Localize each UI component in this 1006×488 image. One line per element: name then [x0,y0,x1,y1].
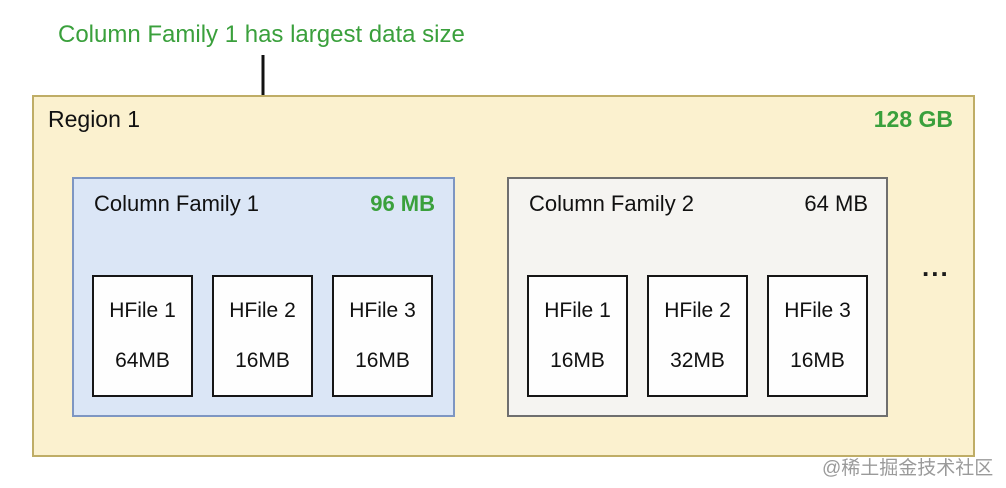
column-family-2-hfile-row: HFile 1 16MB HFile 2 32MB HFile 3 16MB [527,275,868,397]
hfile-name: HFile 1 [109,299,176,322]
column-family-1-header: Column Family 1 96 MB [74,191,453,217]
more-column-families-ellipsis: ... [922,252,950,282]
hfile-box: HFile 2 16MB [212,275,313,397]
hfile-size: 16MB [355,349,410,372]
hfile-size: 64MB [115,349,170,372]
column-family-1-label: Column Family 1 [94,191,260,216]
hfile-size: 16MB [790,349,845,372]
hfile-name: HFile 2 [664,299,731,322]
column-family-2-header: Column Family 2 64 MB [509,191,886,217]
column-family-1-box: Column Family 1 96 MB HFile 1 64MB HFile… [72,177,455,417]
hfile-box: HFile 3 16MB [332,275,433,397]
hfile-name: HFile 2 [229,299,296,322]
hfile-box: HFile 2 32MB [647,275,748,397]
region-size-badge: 128 GB [873,106,953,132]
hfile-box: HFile 1 16MB [527,275,628,397]
column-family-2-label: Column Family 2 [529,191,695,216]
hfile-name: HFile 1 [544,299,611,322]
annotation-label: Column Family 1 has largest data size [58,21,465,48]
column-family-1-size-badge: 96 MB [370,191,435,216]
column-family-1-hfile-row: HFile 1 64MB HFile 2 16MB HFile 3 16MB [92,275,433,397]
hfile-size: 16MB [235,349,290,372]
hfile-box: HFile 1 64MB [92,275,193,397]
column-family-2-box: Column Family 2 64 MB HFile 1 16MB HFile… [507,177,888,417]
hfile-size: 32MB [670,349,725,372]
hfile-box: HFile 3 16MB [767,275,868,397]
region-header: Region 1 128 GB [34,106,973,133]
hfile-name: HFile 3 [784,299,851,322]
hfile-name: HFile 3 [349,299,416,322]
region-box: Region 1 128 GB Column Family 1 96 MB HF… [32,95,975,457]
region-label: Region 1 [48,106,141,132]
watermark: @稀土掘金技术社区 [822,458,994,479]
hfile-size: 16MB [550,349,605,372]
column-family-2-size-badge: 64 MB [804,191,868,216]
